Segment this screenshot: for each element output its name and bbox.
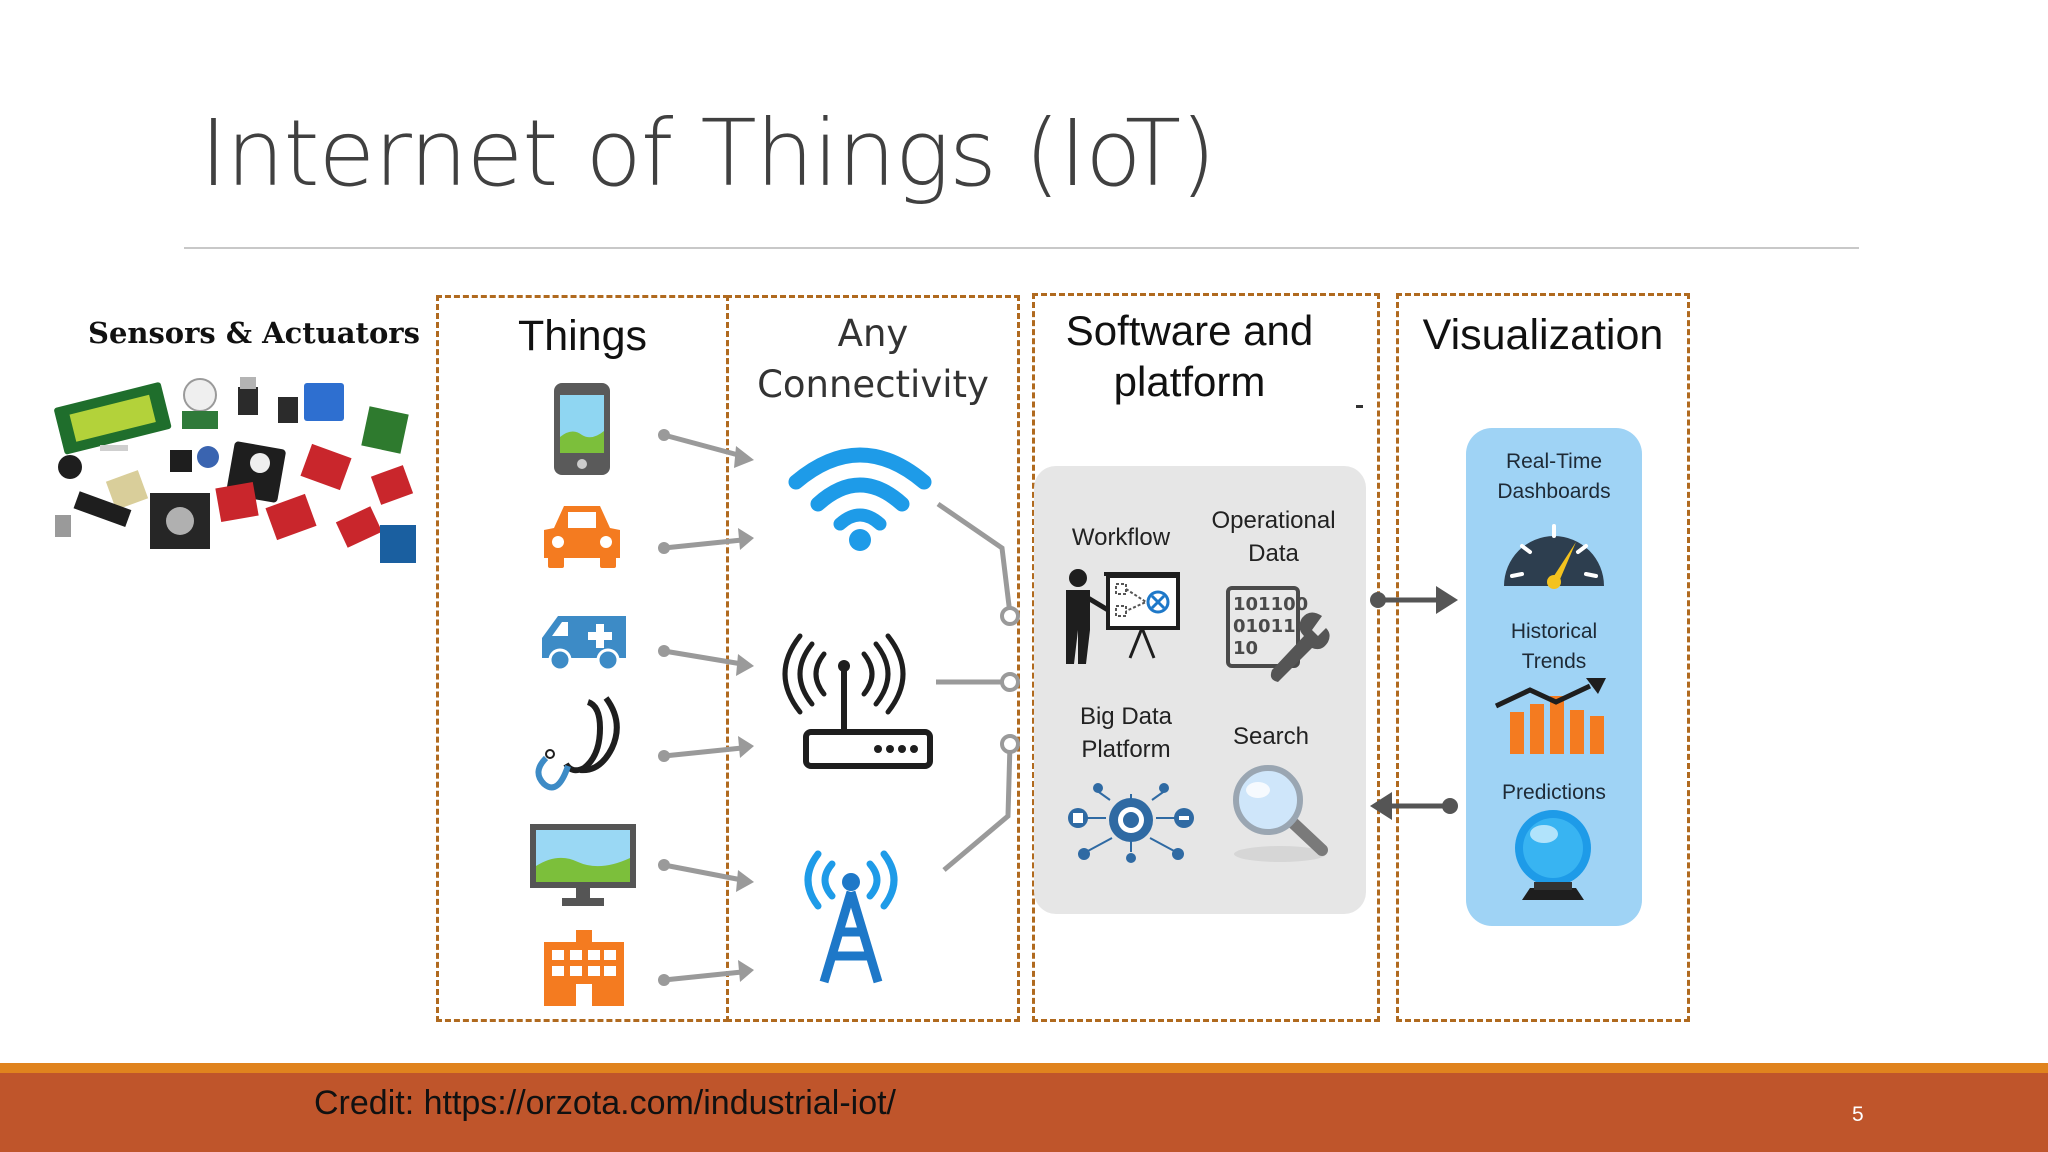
binary-text-1: 101100 (1233, 594, 1308, 615)
gauge-icon (1504, 524, 1604, 589)
crystal-ball-icon (1515, 810, 1591, 900)
arrow-to-visualization (1370, 586, 1458, 614)
operational-data-line2: Data (1248, 540, 1299, 567)
dashboards-line2: Dashboards (1497, 480, 1611, 503)
software-heading-line2: platform (1113, 358, 1266, 405)
sensors-actuators-label: Sensors & Actuators (88, 316, 420, 350)
network-icon (1068, 783, 1194, 863)
platform-viz-arrows (1370, 586, 1458, 820)
smartphone-icon (554, 383, 610, 475)
binary-text-2: 01011 (1233, 616, 1296, 637)
workflow-label: Workflow (1071, 524, 1171, 551)
presenter-icon (1066, 569, 1180, 664)
trends-label: Historical Trends (1466, 617, 1642, 677)
big-data-label: Big Data Platform (1050, 700, 1202, 766)
slide-title: Internet of Things (IoT) (200, 100, 1216, 207)
connectivity-box (726, 295, 1020, 1022)
stethoscope-icon (535, 696, 620, 791)
connectivity-heading-line2: Connectivity (757, 363, 989, 406)
wifi-icon (788, 447, 932, 551)
binary-wrench-icon: 101100 01011 10 (1226, 586, 1330, 682)
arrow-car (658, 528, 754, 554)
big-data-line1: Big Data (1079, 703, 1173, 730)
bar-chart-icon (1494, 678, 1606, 754)
car-icon (544, 506, 620, 568)
ambulance-icon (542, 616, 626, 672)
arrow-stethoscope (658, 736, 754, 762)
arrow-monitor (658, 859, 754, 892)
operational-data-label: Operational Data (1196, 504, 1351, 570)
magnifier-icon (1233, 765, 1328, 862)
arrow-smartphone (658, 429, 754, 468)
visualization-box (1396, 293, 1690, 1022)
connectivity-connectors (936, 501, 1020, 872)
dashboards-label: Real-Time Dashboards (1466, 447, 1642, 507)
cell-tower-icon (804, 850, 898, 984)
stray-dash (1356, 405, 1363, 408)
operational-data-line1: Operational (1211, 507, 1336, 534)
hospital-icon (544, 930, 624, 1006)
arrow-hospital (658, 960, 754, 986)
software-heading: Software and platform (1032, 305, 1347, 407)
connectivity-heading-line1: Any (837, 312, 909, 355)
arrow-to-platform (1370, 792, 1458, 820)
footer-bar (0, 1073, 2048, 1152)
monitor-icon (530, 824, 636, 906)
search-label: Search (1232, 723, 1310, 750)
trends-line2: Trends (1521, 650, 1587, 673)
credit-text: Credit: https://orzota.com/industrial-io… (314, 1084, 897, 1122)
software-box (1032, 293, 1380, 1022)
connectivity-heading: Any Connectivity (726, 308, 1020, 410)
predictions-label: Predictions (1502, 781, 1606, 804)
big-data-line2: Platform (1081, 736, 1171, 763)
trends-line1: Historical (1510, 620, 1598, 643)
things-heading: Things (517, 312, 648, 360)
sensors-actuators-image (54, 377, 416, 563)
footer-accent-line (0, 1063, 2048, 1073)
dashboards-line1: Real-Time (1505, 450, 1603, 473)
title-divider (184, 247, 1859, 249)
page-number: 5 (1852, 1103, 1864, 1126)
thing-arrows (658, 429, 754, 986)
software-heading-line1: Software and (1065, 307, 1314, 354)
router-icon (782, 633, 933, 769)
binary-text-3: 10 (1233, 638, 1258, 659)
arrow-ambulance (658, 645, 754, 676)
visualization-heading: Visualization (1422, 311, 1664, 359)
